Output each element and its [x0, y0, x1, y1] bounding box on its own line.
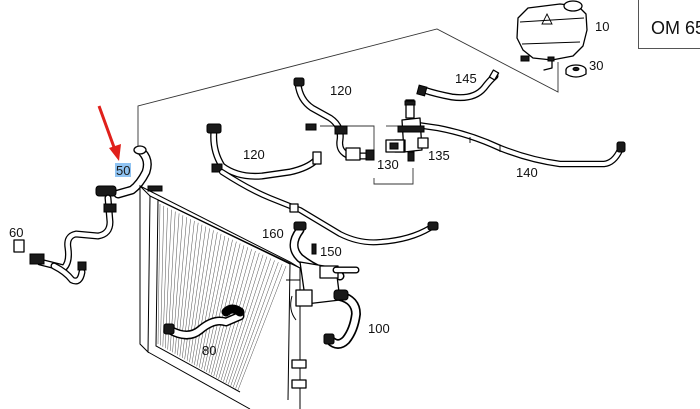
radiator-fin — [230, 260, 275, 386]
callout-labels: 10 30 50 60 80 100 120 120 130 135 140 1… — [9, 19, 609, 358]
selected-part-highlight — [115, 163, 131, 177]
radiator-fin — [162, 207, 168, 347]
callout-30[interactable]: 30 — [589, 58, 603, 73]
part-120-hose-lower[interactable] — [206, 123, 322, 180]
radiator-fin — [203, 239, 233, 371]
callout-120-lower[interactable]: 120 — [243, 147, 265, 162]
callout-10[interactable]: 10 — [595, 19, 609, 34]
callout-120-upper[interactable]: 120 — [330, 83, 352, 98]
engine-code-label: OM 65 — [651, 18, 700, 38]
callout-100[interactable]: 100 — [368, 321, 390, 336]
radiator-fin — [225, 256, 268, 384]
callout-145[interactable]: 145 — [455, 71, 477, 86]
callout-130[interactable]: 130 — [377, 157, 399, 172]
part-145-hose[interactable] — [416, 69, 500, 102]
radiator-fin — [237, 265, 287, 391]
callout-50[interactable]: 50 — [116, 163, 130, 178]
leader-lines — [137, 28, 559, 185]
radiator-fin — [196, 234, 222, 367]
callout-135[interactable]: 135 — [428, 148, 450, 163]
radiator-fin — [201, 237, 229, 370]
radiator-fin — [232, 262, 279, 388]
part-130-clip[interactable] — [385, 139, 405, 153]
callout-140[interactable]: 140 — [516, 165, 538, 180]
callout-80[interactable]: 80 — [202, 343, 216, 358]
part-140-pipe[interactable] — [406, 120, 626, 168]
radiator-fin — [235, 264, 283, 389]
part-100-hose[interactable] — [323, 289, 361, 349]
radiator-fin — [194, 232, 218, 365]
engine-code-box: OM 65 — [638, 0, 700, 49]
radiator — [139, 184, 307, 409]
radiator-fin — [160, 205, 164, 346]
part-30-cap[interactable] — [565, 64, 587, 78]
part-80-hose[interactable] — [163, 304, 245, 340]
part-60-lower-hose[interactable] — [13, 194, 117, 285]
radiator-fin — [189, 228, 210, 363]
radiator-fin — [199, 235, 226, 368]
part-coolant-pipe[interactable] — [219, 169, 439, 246]
callout-60[interactable]: 60 — [9, 225, 23, 240]
radiator-fin — [157, 203, 161, 345]
callout-150[interactable]: 150 — [320, 244, 342, 259]
pointer-arrow — [97, 105, 121, 161]
radiator-fin — [228, 258, 271, 385]
radiator-fin — [191, 230, 214, 364]
callout-160[interactable]: 160 — [262, 226, 284, 241]
part-120-hose-upper[interactable] — [293, 77, 375, 161]
part-50-radiator-hose[interactable] — [95, 145, 163, 199]
part-10-expansion-tank[interactable] — [516, 0, 588, 71]
radiator-fin — [206, 241, 237, 372]
